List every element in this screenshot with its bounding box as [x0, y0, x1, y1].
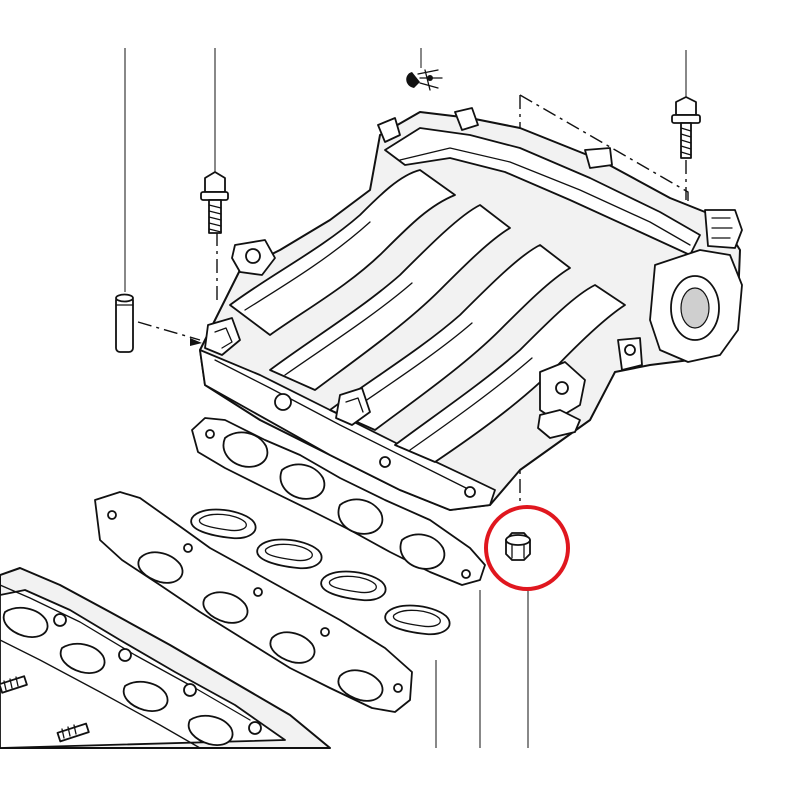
arrow-head [190, 338, 202, 346]
leader-lines [124, 48, 687, 748]
cylinder-head [0, 567, 331, 749]
flange-bolt [671, 96, 701, 159]
port-seals [190, 508, 451, 636]
stud-bolt [200, 171, 229, 234]
manifold-gasket [191, 417, 486, 586]
highlight-circle [484, 505, 570, 591]
lower-gasket-plate [94, 491, 413, 713]
manifold-nut [505, 532, 531, 561]
clip [406, 69, 443, 91]
dowel-pin [115, 293, 134, 353]
intake-manifold [199, 107, 743, 511]
